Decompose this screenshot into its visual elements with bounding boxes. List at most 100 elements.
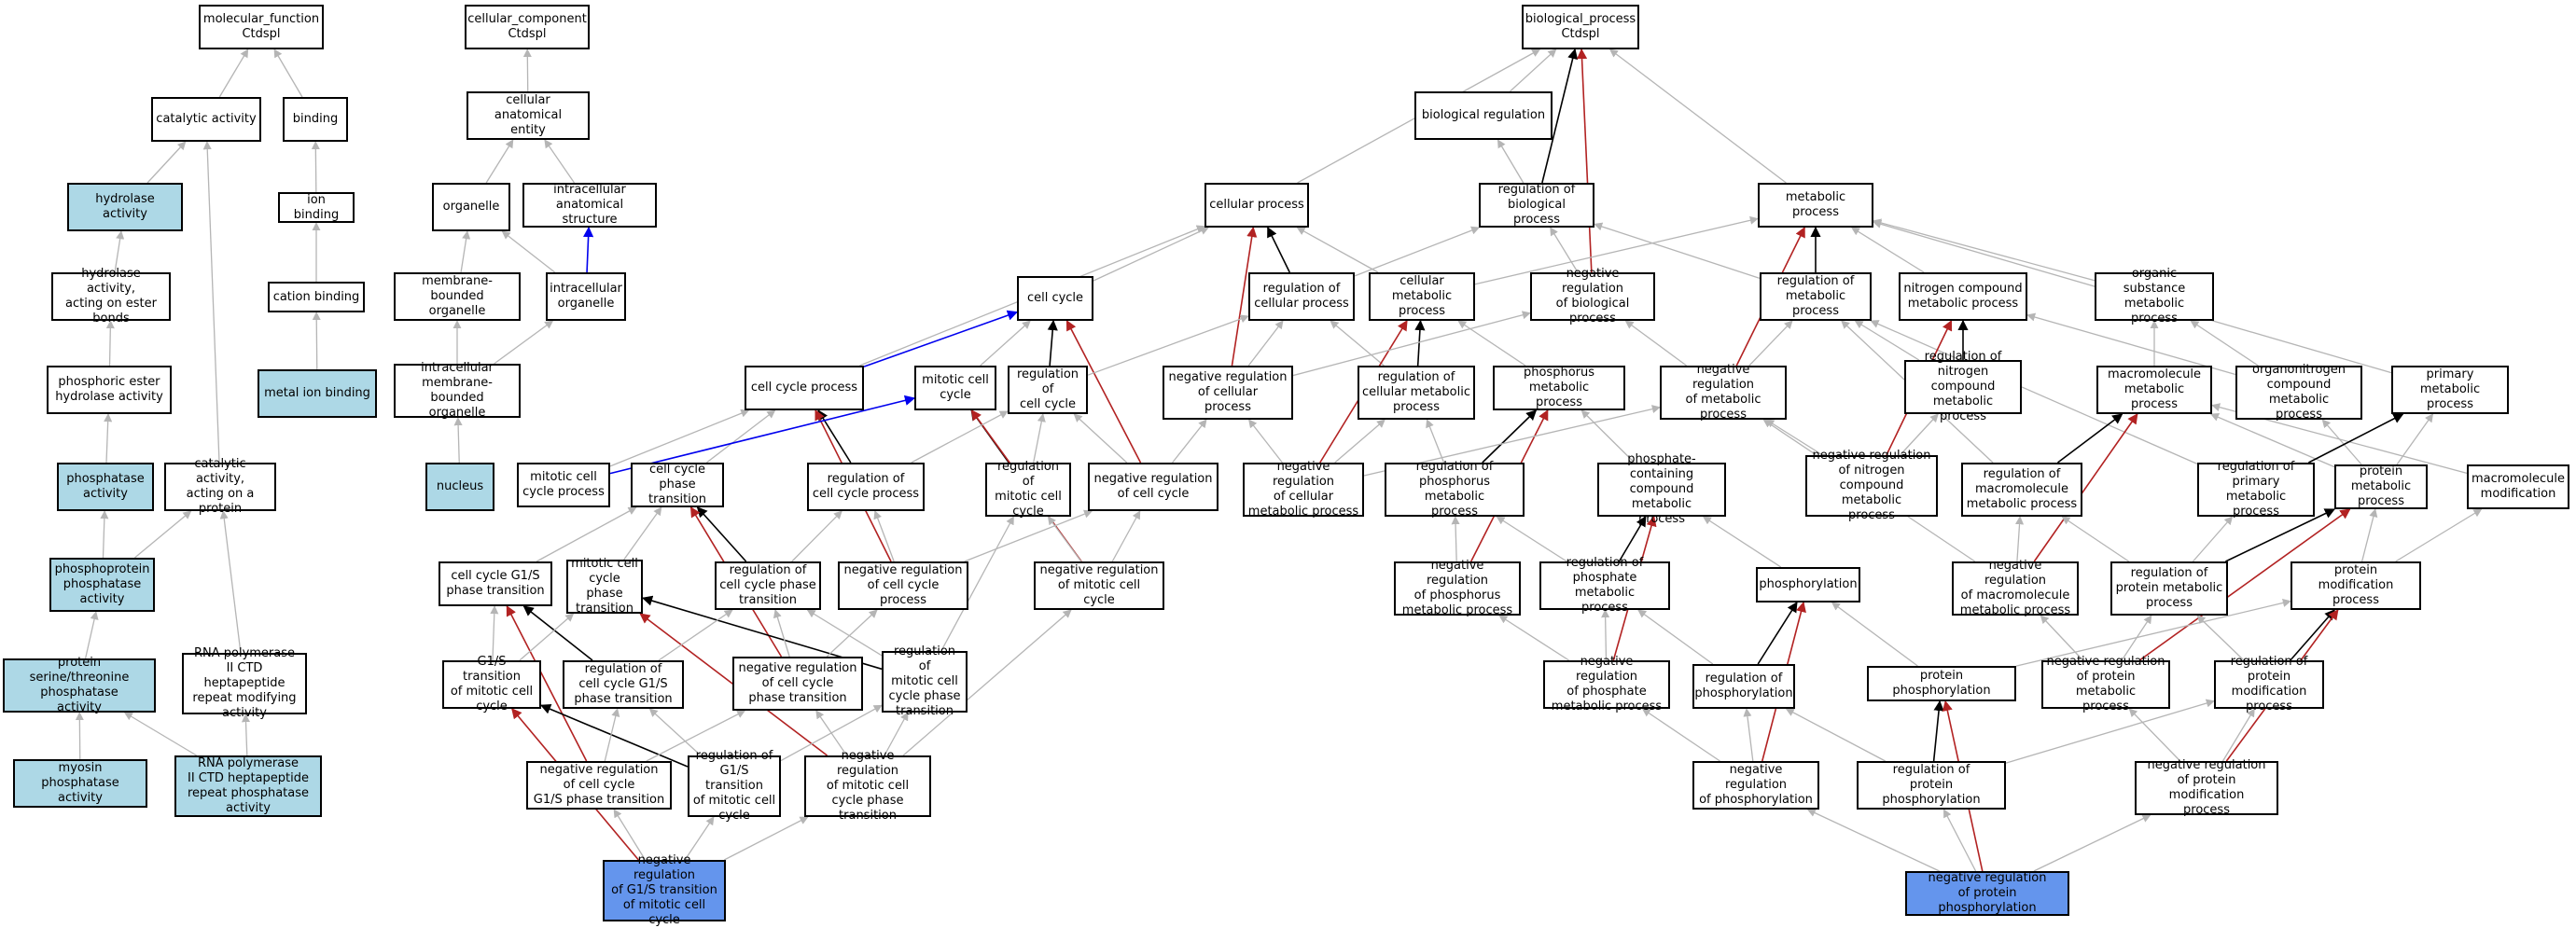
node-metalion[interactable]: metal ion binding bbox=[258, 369, 377, 418]
node-regnitro[interactable]: regulation of nitrogen compound metaboli… bbox=[1904, 350, 2022, 423]
node-regccphase[interactable]: regulation of cell cycle phase transitio… bbox=[715, 561, 821, 610]
node-negregphosphorus[interactable]: negative regulation of phosphorus metabo… bbox=[1394, 559, 1521, 617]
node-regprotmet[interactable]: regulation of protein metabolic process bbox=[2110, 561, 2228, 616]
node-protmet[interactable]: protein metabolic process bbox=[2334, 464, 2428, 509]
node-g1s[interactable]: cell cycle G1/S phase transition bbox=[439, 561, 552, 606]
node-cellcycle[interactable]: cell cycle bbox=[1017, 276, 1093, 321]
node-regbio[interactable]: regulation of biological process bbox=[1479, 183, 1594, 228]
node-phosphorylation[interactable]: phosphorylation bbox=[1756, 567, 1860, 603]
node-negregmitphase[interactable]: negative regulation of mitotic cell cycl… bbox=[804, 749, 931, 823]
node-ionbind[interactable]: ion binding bbox=[278, 192, 355, 223]
node-phosphatase[interactable]: phosphatase activity bbox=[57, 463, 154, 511]
node-negregccphase[interactable]: negative regulation of cell cycle phase … bbox=[732, 657, 863, 711]
node-hydrolase[interactable]: hydrolase activity bbox=[67, 183, 183, 231]
node-negregg1smit[interactable]: negative regulation of G1/S transition o… bbox=[603, 853, 726, 927]
node-catact[interactable]: catalytic activity bbox=[151, 97, 261, 142]
node-negregcellmet[interactable]: negative regulation of cellular metaboli… bbox=[1243, 460, 1364, 519]
node-phosphorus[interactable]: phosphorus metabolic process bbox=[1493, 366, 1625, 410]
node-catprot[interactable]: catalytic activity, acting on a protein bbox=[164, 457, 276, 516]
node-ccphase[interactable]: cell cycle phase transition bbox=[631, 463, 724, 507]
node-organelle[interactable]: organelle bbox=[432, 183, 510, 231]
node-mbo[interactable]: membrane-bounded organelle bbox=[394, 272, 521, 321]
edge-mbo-to-organelle bbox=[460, 230, 471, 273]
node-regprimary[interactable]: regulation of primary metabolic process bbox=[2197, 460, 2315, 519]
edge-regccg1s-to-regccphase bbox=[658, 609, 733, 661]
edge-metalion-to-cationbind bbox=[312, 312, 321, 370]
node-io[interactable]: intracellular organelle bbox=[546, 272, 626, 321]
node-primary[interactable]: primary metabolic process bbox=[2391, 366, 2509, 414]
node-negregprotmod[interactable]: negative regulation of protein modificat… bbox=[2135, 758, 2278, 817]
node-macromol[interactable]: macromolecule metabolic process bbox=[2096, 366, 2212, 414]
node-rnapolmod[interactable]: RNA polymerase II CTD heptapeptide repea… bbox=[182, 646, 307, 720]
node-myosin[interactable]: myosin phosphatase activity bbox=[13, 759, 147, 808]
node-mitccproc[interactable]: mitotic cell cycle process bbox=[517, 463, 610, 507]
node-cellproc[interactable]: cellular process bbox=[1204, 183, 1309, 228]
node-regg1smit[interactable]: regulation of G1/S transition of mitotic… bbox=[688, 749, 781, 823]
node-regmacro[interactable]: regulation of macromolecule metabolic pr… bbox=[1961, 463, 2082, 517]
node-bioreg[interactable]: biological regulation bbox=[1414, 91, 1553, 140]
node-organonitro[interactable]: organonitrogen compound metabolic proces… bbox=[2235, 363, 2362, 422]
node-regcc[interactable]: regulation of cell cycle bbox=[1008, 366, 1088, 414]
node-negregccg1s[interactable]: negative regulation of cell cycle G1/S p… bbox=[526, 761, 672, 810]
node-regmitphase[interactable]: regulation of mitotic cell cycle phase t… bbox=[882, 644, 968, 718]
node-metproc[interactable]: metabolic process bbox=[1758, 183, 1873, 228]
node-regphosphorus[interactable]: regulation of phosphorus metabolic proce… bbox=[1385, 460, 1525, 519]
node-regprotphos[interactable]: regulation of protein phosphorylation bbox=[1857, 761, 2006, 810]
node-mitcc[interactable]: mitotic cell cycle bbox=[914, 366, 996, 410]
edge-rnapolphos-to-serthr bbox=[123, 712, 198, 756]
node-regcellmet[interactable]: regulation of cellular metabolic process bbox=[1358, 366, 1475, 420]
edge-regccphase-to-regccproc bbox=[791, 510, 842, 562]
edge-regcellmet-to-regcellproc bbox=[1330, 320, 1385, 367]
node-organic[interactable]: organic substance metabolic process bbox=[2095, 267, 2214, 325]
node-cc[interactable]: cellular_component Ctdspl bbox=[465, 5, 590, 49]
node-phosester[interactable]: phosphoric ester hydrolase activity bbox=[47, 366, 172, 414]
node-negregprotphos[interactable]: negative regulation of protein phosphory… bbox=[1905, 871, 2069, 916]
node-nitrogen[interactable]: nitrogen compound metabolic process bbox=[1899, 272, 2027, 321]
edge-protphos-to-protmod bbox=[2015, 599, 2291, 667]
node-mf[interactable]: molecular_function Ctdspl bbox=[199, 5, 324, 49]
node-protmod[interactable]: protein modification process bbox=[2291, 561, 2421, 610]
node-negregnitro[interactable]: negative regulation of nitrogen compound… bbox=[1805, 449, 1938, 522]
node-regccproc[interactable]: regulation of cell cycle process bbox=[807, 463, 925, 511]
edge-mitccproc-to-mitcc bbox=[609, 395, 916, 475]
node-cationbind[interactable]: cation binding bbox=[268, 282, 365, 312]
node-negregcc[interactable]: negative regulation of cell cycle bbox=[1088, 463, 1218, 511]
node-negregmitcc[interactable]: negative regulation of mitotic cell cycl… bbox=[1034, 561, 1164, 610]
node-regphosphoryl[interactable]: regulation of phosphorylation bbox=[1692, 664, 1795, 709]
node-phoscontain[interactable]: phosphate-containing compound metabolic … bbox=[1597, 452, 1726, 526]
edge-negregnitro-to-regnitro bbox=[1900, 413, 1939, 456]
node-negregphosphate[interactable]: negative regulation of phosphate metabol… bbox=[1543, 655, 1670, 713]
node-ias[interactable]: intracellular anatomical structure bbox=[522, 183, 657, 228]
node-phosprotphos[interactable]: phosphoprotein phosphatase activity bbox=[49, 558, 155, 612]
node-rnapolphos[interactable]: RNA polymerase II CTD heptapeptide repea… bbox=[174, 755, 322, 817]
edge-regcellproc-to-regbio bbox=[1354, 226, 1481, 277]
node-cellmet[interactable]: cellular metabolic process bbox=[1369, 272, 1475, 321]
node-negregbio[interactable]: negative regulation of biological proces… bbox=[1530, 267, 1655, 325]
node-mitphase[interactable]: mitotic cell cycle phase transition bbox=[566, 557, 643, 616]
node-g1smit[interactable]: G1/S transition of mitotic cell cycle bbox=[442, 655, 541, 713]
node-negregmacro[interactable]: negative regulation of macromolecule met… bbox=[1952, 559, 2079, 617]
node-negregphosphoryl[interactable]: negative regulation of phosphorylation bbox=[1692, 761, 1819, 810]
node-imbo[interactable]: intracellular membrane-bounded organelle bbox=[394, 361, 521, 420]
node-regmitcc[interactable]: regulation of mitotic cell cycle bbox=[985, 460, 1071, 519]
node-regcellproc[interactable]: regulation of cellular process bbox=[1248, 272, 1355, 321]
node-ccproc[interactable]: cell cycle process bbox=[745, 366, 864, 410]
node-negregcell[interactable]: negative regulation of cellular process bbox=[1163, 366, 1293, 420]
node-negregccproc[interactable]: negative regulation of cell cycle proces… bbox=[838, 561, 968, 610]
node-negregprotmet[interactable]: negative regulation of protein metabolic… bbox=[2041, 655, 2170, 713]
node-negregmet[interactable]: negative regulation of metabolic process bbox=[1660, 363, 1787, 422]
node-protphos[interactable]: protein phosphorylation bbox=[1867, 666, 2016, 701]
node-regccg1s[interactable]: regulation of cell cycle G1/S phase tran… bbox=[563, 660, 684, 709]
edge-cellcycle-to-cellproc bbox=[1093, 227, 1209, 282]
node-binding[interactable]: binding bbox=[283, 97, 348, 142]
node-regprotmod[interactable]: regulation of protein modification proce… bbox=[2214, 655, 2324, 713]
node-nucleus[interactable]: nucleus bbox=[425, 463, 494, 511]
node-regmet[interactable]: regulation of metabolic process bbox=[1760, 272, 1872, 321]
node-cae[interactable]: cellular anatomical entity bbox=[466, 91, 590, 140]
edge-regg1smit-to-regmitphase bbox=[780, 704, 883, 762]
node-bp[interactable]: biological_process Ctdspl bbox=[1522, 5, 1639, 49]
node-serthr[interactable]: protein serine/threonine phosphatase act… bbox=[3, 656, 156, 714]
node-hydester[interactable]: hydrolase activity, acting on ester bond… bbox=[51, 267, 171, 325]
node-regphosphate[interactable]: regulation of phosphate metabolic proces… bbox=[1539, 556, 1670, 615]
node-macromod[interactable]: macromolecule modification bbox=[2467, 464, 2569, 509]
